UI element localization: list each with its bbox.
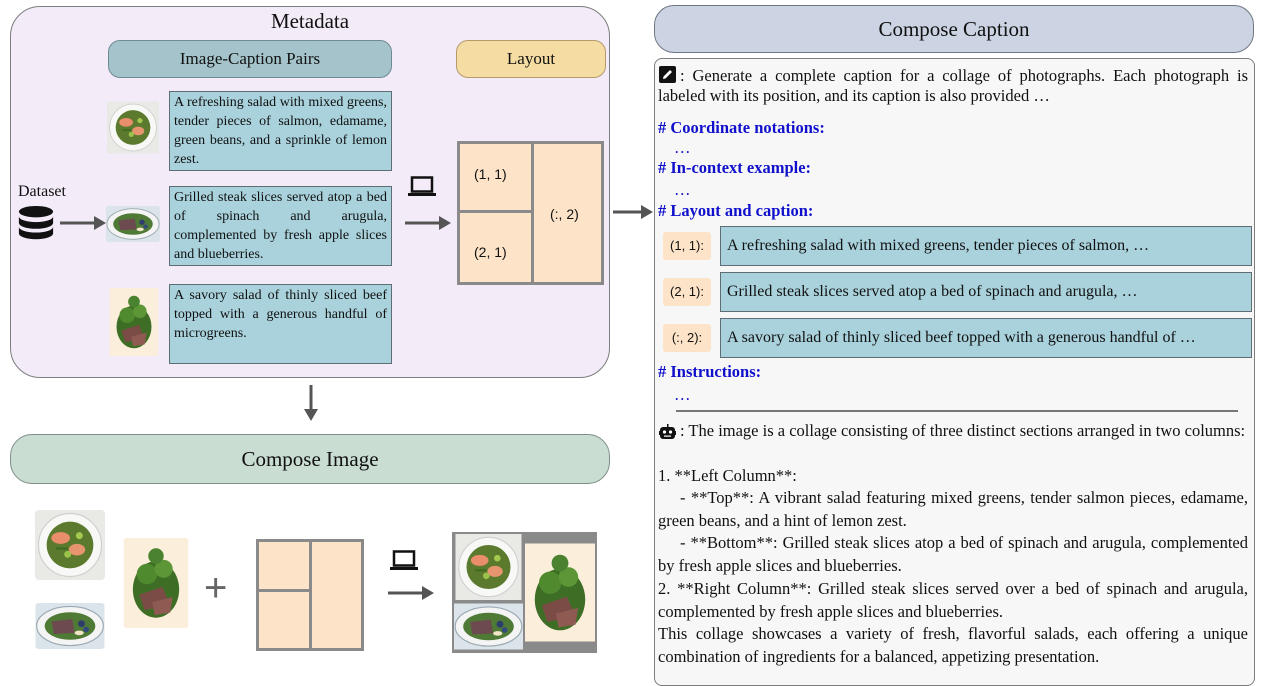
arrow-right-icon bbox=[388, 586, 434, 600]
arrow-right-icon bbox=[613, 205, 653, 219]
collage-salmon-tile bbox=[454, 534, 523, 600]
beef-salad-image bbox=[123, 538, 189, 628]
compose-caption-banner: Compose Caption bbox=[654, 5, 1254, 53]
ellipsis: … bbox=[674, 138, 691, 157]
arrow-down-icon bbox=[304, 385, 318, 421]
image-caption-pairs-header: Image-Caption Pairs bbox=[108, 40, 392, 78]
prompt-text: : Generate a complete caption for a coll… bbox=[658, 66, 1248, 105]
laptop-icon bbox=[407, 176, 437, 198]
cell-label-col-2: (:, 2) bbox=[550, 206, 579, 222]
steak-salad-thumbnail bbox=[106, 205, 160, 243]
heading-layout-and-caption: # Layout and caption: bbox=[658, 201, 814, 220]
ellipsis: … bbox=[674, 385, 691, 404]
response-summary: This collage showcases a variety of fres… bbox=[658, 624, 1248, 666]
heading-coordinate-notations: # Coordinate notations: bbox=[658, 118, 825, 137]
steak-salad-image bbox=[35, 603, 105, 649]
heading-in-context-example: # In-context example: bbox=[658, 158, 812, 177]
caption-box-3: A savory salad of thinly sliced beef top… bbox=[169, 284, 392, 364]
divider bbox=[676, 410, 1238, 412]
row-tag-3: (:, 2): bbox=[663, 324, 711, 352]
dataset-label: Dataset bbox=[18, 183, 66, 200]
response-top: - **Top**: A vibrant salad featuring mix… bbox=[658, 488, 1248, 530]
caption-panel bbox=[654, 58, 1255, 686]
response-intro: : The image is a collage consisting of t… bbox=[680, 421, 1246, 440]
salmon-salad-image bbox=[35, 510, 105, 580]
edit-icon bbox=[659, 66, 676, 83]
arrow-right-icon bbox=[405, 216, 451, 230]
heading-instructions: # Instructions: bbox=[658, 362, 762, 381]
plus-sign: + bbox=[204, 566, 228, 610]
response-left-column: 1. **Left Column**: bbox=[658, 466, 797, 485]
database-icon bbox=[18, 205, 54, 240]
beef-salad-thumbnail bbox=[109, 288, 159, 356]
response-right-column: 2. **Right Column**: Grilled steak slice… bbox=[658, 579, 1248, 621]
metadata-title: Metadata bbox=[270, 9, 350, 33]
layout-cell-2-1 bbox=[457, 210, 534, 285]
row-tag-2: (2, 1): bbox=[663, 278, 711, 306]
compose-image-banner: Compose Image bbox=[10, 434, 610, 484]
caption-box-1: A refreshing salad with mixed greens, te… bbox=[169, 91, 392, 171]
row-caption-3: A savory salad of thinly sliced beef top… bbox=[720, 318, 1252, 358]
salmon-salad-thumbnail bbox=[107, 101, 159, 154]
ellipsis: … bbox=[674, 180, 691, 199]
cell-label-1-1: (1, 1) bbox=[474, 166, 507, 182]
layout-header: Layout bbox=[456, 40, 606, 78]
blank-layout-cell-1-1 bbox=[256, 539, 312, 592]
collage-beef-tile bbox=[525, 543, 595, 642]
collage-steak-tile bbox=[454, 602, 523, 651]
caption-box-2: Grilled steak slices served atop a bed o… bbox=[169, 186, 392, 266]
row-tag-1: (1, 1): bbox=[663, 232, 711, 260]
row-caption-2: Grilled steak slices served atop a bed o… bbox=[720, 272, 1252, 312]
laptop-icon bbox=[389, 550, 419, 572]
row-caption-1: A refreshing salad with mixed greens, te… bbox=[720, 226, 1252, 266]
blank-layout-cell-col-2 bbox=[309, 539, 364, 651]
blank-layout-cell-2-1 bbox=[256, 589, 312, 651]
robot-icon bbox=[659, 424, 676, 439]
response-bottom: - **Bottom**: Grilled steak slices atop … bbox=[658, 533, 1248, 575]
arrow-right-icon bbox=[60, 216, 106, 230]
cell-label-2-1: (2, 1) bbox=[474, 244, 507, 260]
layout-cell-col-2 bbox=[531, 141, 604, 285]
